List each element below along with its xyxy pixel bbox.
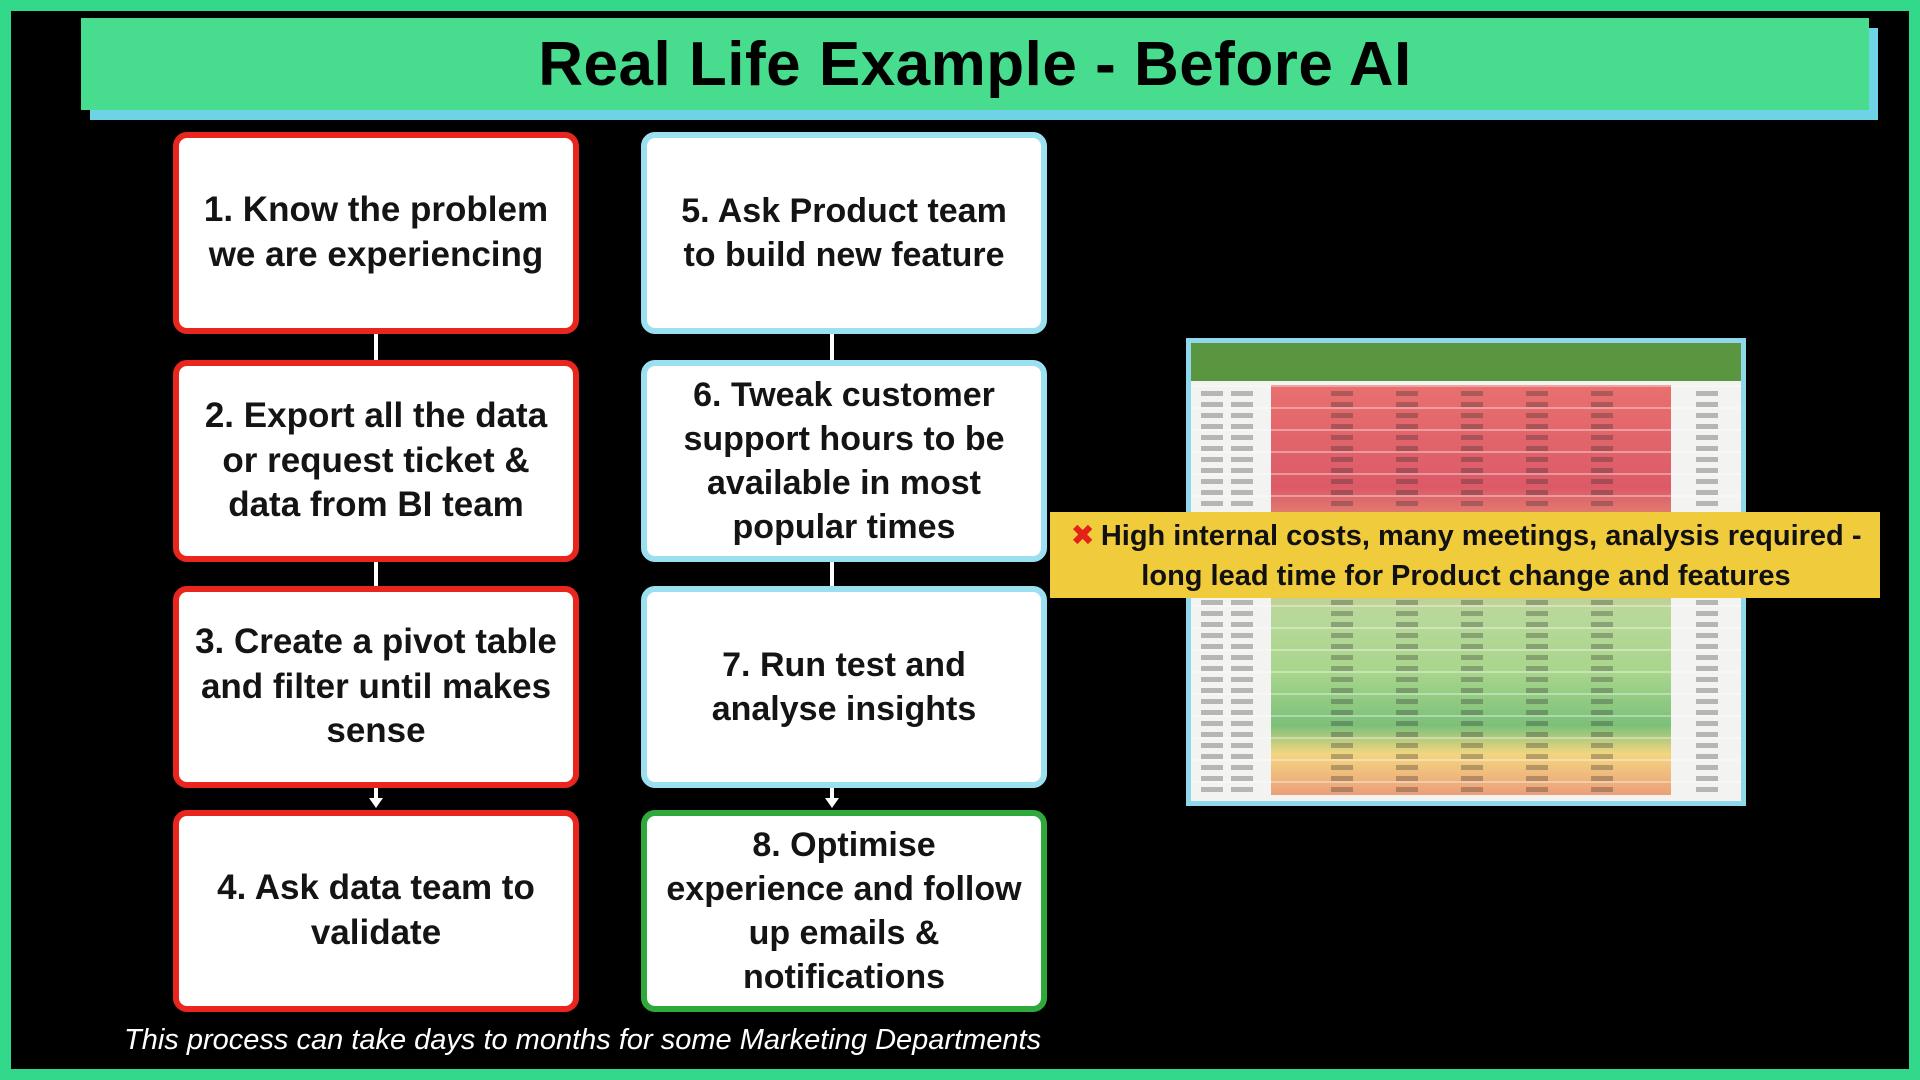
- step-3-label: 3. Create a pivot table and filter until…: [195, 621, 557, 751]
- footnote: This process can take days to months for…: [124, 1024, 1042, 1056]
- step-3-box: 3. Create a pivot table and filter until…: [173, 586, 579, 788]
- step-6-label: 6. Tweak customer support hours to be av…: [683, 375, 1005, 547]
- connector-7-8: [830, 788, 834, 800]
- step-7-box: 7. Run test and analyse insights: [641, 586, 1047, 788]
- arrow-down-icon: [825, 798, 839, 808]
- step-4-box: 4. Ask data team to validate: [173, 810, 579, 1012]
- step-1-label: 1. Know the problem we are experiencing: [203, 190, 549, 274]
- sheet-header-band: [1191, 343, 1741, 381]
- connector-6-7: [830, 562, 834, 586]
- step-6-box: 6. Tweak customer support hours to be av…: [641, 360, 1047, 562]
- step-4-label: 4. Ask data team to validate: [217, 868, 535, 952]
- step-5-label: 5. Ask Product team to build new feature: [681, 191, 1007, 274]
- connector-1-2: [374, 334, 378, 360]
- step-2-label: 2. Export all the data or request ticket…: [204, 395, 548, 525]
- connector-2-3: [374, 562, 378, 586]
- slide-title: Real Life Example - Before AI: [538, 29, 1412, 99]
- step-2-box: 2. Export all the data or request ticket…: [173, 360, 579, 562]
- step-7-label: 7. Run test and analyse insights: [711, 645, 977, 728]
- step-8-box: 8. Optimise experience and follow up ema…: [641, 810, 1047, 1012]
- cross-mark-icon: ✖: [1070, 520, 1095, 552]
- step-1-box: 1. Know the problem we are experiencing: [173, 132, 579, 334]
- spreadsheet-heatmap-image: [1186, 338, 1746, 806]
- cost-callout: ✖High internal costs, many meetings, ana…: [1050, 512, 1880, 598]
- title-bar: Real Life Example - Before AI: [81, 18, 1869, 110]
- step-5-box: 5. Ask Product team to build new feature: [641, 132, 1047, 334]
- connector-3-4: [374, 788, 378, 800]
- step-8-label: 8. Optimise experience and follow up ema…: [666, 825, 1022, 997]
- arrow-down-icon: [369, 798, 383, 808]
- connector-5-6: [830, 334, 834, 360]
- callout-text: High internal costs, many meetings, anal…: [1100, 520, 1862, 593]
